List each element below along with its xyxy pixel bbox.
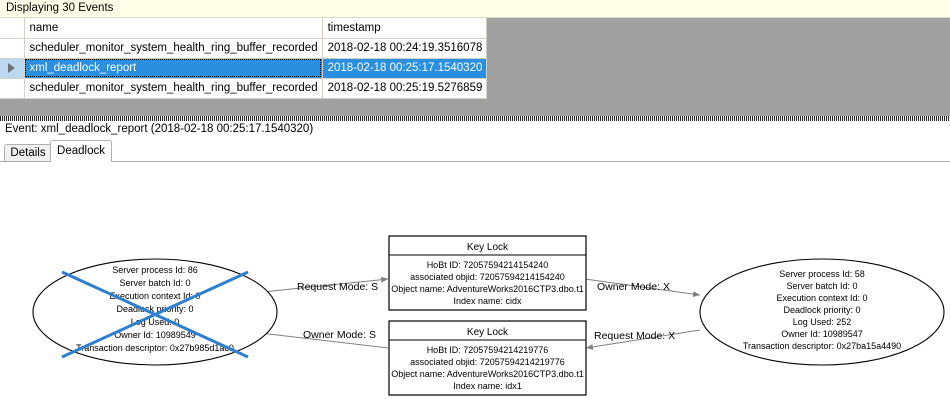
process-right-line-1: Server process Id: 58 xyxy=(779,269,865,279)
edge-left-owner-label: Owner Mode: S xyxy=(303,329,376,341)
process-node-right[interactable]: Server process Id: 58 Server batch Id: 0… xyxy=(699,258,945,366)
process-right-line-5: Log Used: 252 xyxy=(793,317,852,327)
deadlock-graph-panel[interactable]: Request Mode: S Owner Mode: S Owner Mode… xyxy=(0,161,950,400)
resource-node-key-lock-bottom[interactable]: Key Lock HoBt ID: 72057594214219776 asso… xyxy=(388,320,587,396)
events-grid[interactable]: name timestamp scheduler_monitor_system_… xyxy=(0,18,950,116)
edge-left-owner: Owner Mode: S xyxy=(251,329,389,349)
detail-tabstrip: Details Deadlock xyxy=(0,140,950,162)
cell-name[interactable]: scheduler_monitor_system_health_ring_buf… xyxy=(24,38,323,59)
key-lock-bottom-line-1: HoBt ID: 72057594214219776 xyxy=(427,345,549,355)
process-left-line-5: Log Used: 0 xyxy=(131,317,180,327)
key-lock-top-title: Key Lock xyxy=(467,242,509,253)
row-arrow-icon xyxy=(8,63,16,73)
process-right-line-2: Server batch Id: 0 xyxy=(786,281,857,291)
key-lock-bottom-line-4: Index name: idx1 xyxy=(453,381,522,391)
process-node-left[interactable]: Server process Id: 86 Server batch Id: 0… xyxy=(32,258,278,366)
resource-node-key-lock-top[interactable]: Key Lock HoBt ID: 72057594214154240 asso… xyxy=(388,235,587,311)
tab-deadlock[interactable]: Deadlock xyxy=(50,140,112,162)
key-lock-bottom-line-2: associated objid: 72057594214219776 xyxy=(410,357,565,367)
event-detail-header: Event: xml_deadlock_report (2018-02-18 0… xyxy=(0,121,950,140)
table-row[interactable]: scheduler_monitor_system_health_ring_buf… xyxy=(0,38,488,59)
edge-right-request: Request Mode: X xyxy=(585,329,701,350)
table-row[interactable]: xml_deadlock_report 2018-02-18 00:25:17.… xyxy=(0,58,488,79)
process-left-line-4: Deadlock priority: 0 xyxy=(116,304,193,314)
key-lock-top-line-1: HoBt ID: 72057594214154240 xyxy=(427,260,549,270)
event-detail-title: Event: xml_deadlock_report (2018-02-18 0… xyxy=(5,123,314,135)
process-left-line-1: Server process Id: 86 xyxy=(112,265,198,275)
cell-timestamp[interactable]: 2018-02-18 00:25:17.1540320 xyxy=(322,58,488,79)
deadlock-victim-x-icon xyxy=(61,270,249,359)
cell-name[interactable]: xml_deadlock_report xyxy=(24,58,323,79)
process-right-line-6: Owner Id: 10989547 xyxy=(781,329,863,339)
process-left-line-3: Execution context Id: 0 xyxy=(109,291,200,301)
table-header-row: name timestamp xyxy=(0,18,488,39)
process-left-line-7: Transaction descriptor: 0x27b985d1ac0 xyxy=(76,343,234,353)
key-lock-top-line-2: associated objid: 72057594214154240 xyxy=(410,272,565,282)
key-lock-bottom-title: Key Lock xyxy=(467,327,509,338)
process-right-line-7: Transaction descriptor: 0x27ba15a4490 xyxy=(743,341,901,351)
key-lock-top-line-4: Index name: cidx xyxy=(453,296,522,306)
process-left-line-2: Server batch Id: 0 xyxy=(119,278,190,288)
process-left-line-6: Owner Id: 10989549 xyxy=(114,330,196,340)
edge-left-request: Request Mode: S xyxy=(252,276,389,294)
edge-right-request-label: Request Mode: X xyxy=(594,330,675,342)
event-count-label: Displaying 30 Events xyxy=(6,2,114,14)
key-lock-bottom-line-3: Object name: AdventureWorks2016CTP3.dbo.… xyxy=(391,369,583,379)
column-header-timestamp[interactable]: timestamp xyxy=(322,18,488,39)
process-right-line-3: Execution context Id: 0 xyxy=(776,293,867,303)
events-table: name timestamp scheduler_monitor_system_… xyxy=(0,18,488,99)
column-header-name[interactable]: name xyxy=(24,18,323,39)
table-row[interactable]: scheduler_monitor_system_health_ring_buf… xyxy=(0,78,488,99)
row-selector-cell[interactable] xyxy=(0,58,25,79)
edge-left-request-label: Request Mode: S xyxy=(297,281,378,293)
column-header-selector xyxy=(0,18,25,39)
tab-details[interactable]: Details xyxy=(4,144,52,162)
event-count-bar: Displaying 30 Events xyxy=(0,0,950,18)
key-lock-top-line-3: Object name: AdventureWorks2016CTP3.dbo.… xyxy=(391,284,583,294)
edge-right-owner-label: Owner Mode: X xyxy=(597,281,670,293)
row-selector-cell[interactable] xyxy=(0,78,25,99)
horizontal-splitter[interactable] xyxy=(0,116,950,121)
row-selector-cell[interactable] xyxy=(0,38,25,59)
deadlock-graph[interactable]: Request Mode: S Owner Mode: S Owner Mode… xyxy=(0,162,950,400)
process-right-line-4: Deadlock priority: 0 xyxy=(783,305,860,315)
edge-right-owner: Owner Mode: X xyxy=(584,278,701,298)
cell-timestamp[interactable]: 2018-02-18 00:25:19.5276859 xyxy=(322,78,488,99)
cell-timestamp[interactable]: 2018-02-18 00:24:19.3516078 xyxy=(322,38,488,59)
cell-name[interactable]: scheduler_monitor_system_health_ring_buf… xyxy=(24,78,323,99)
